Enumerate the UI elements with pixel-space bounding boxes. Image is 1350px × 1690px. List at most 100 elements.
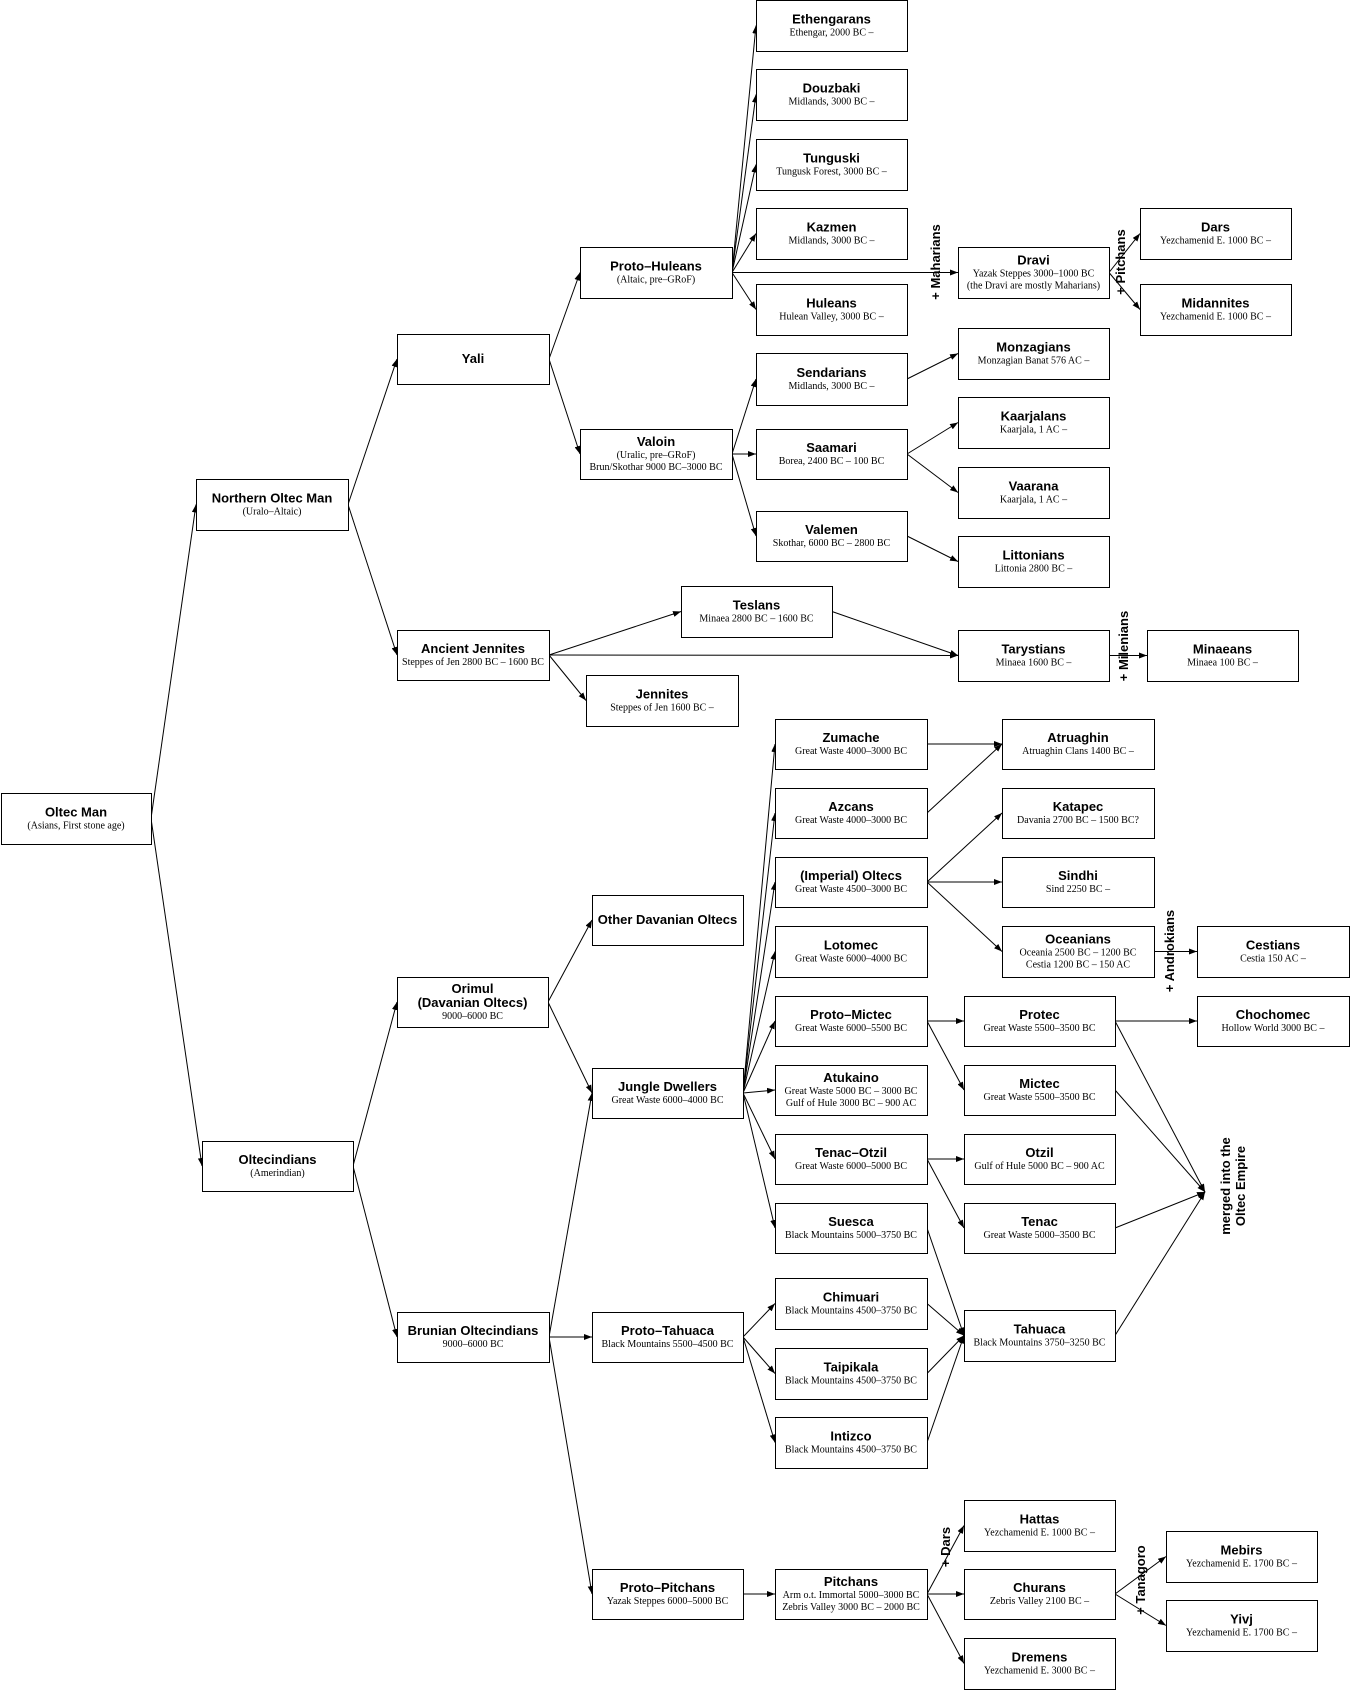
node-title: Taipikala xyxy=(824,1360,879,1375)
node-subtitle: Yazak Steppes 3000–1000 BC xyxy=(973,269,1095,280)
edge-jungle-dwellers-to-suesca xyxy=(742,1092,777,1229)
node-subtitle: Oceania 2500 BC – 1200 BC xyxy=(1020,948,1137,959)
node-proto-huleans: Proto–Huleans(Altaic, pre–GRoF) xyxy=(580,247,733,299)
node-subtitle: (Altaic, pre–GRoF) xyxy=(617,275,695,286)
node-subtitle: Gulf of Hule 3000 BC – 900 AC xyxy=(786,1098,917,1109)
node-title: Northern Oltec Man xyxy=(212,491,333,506)
node-title: Atruaghin xyxy=(1047,730,1108,745)
node-title: Dremens xyxy=(1012,1650,1068,1665)
node-title: Katapec xyxy=(1053,799,1104,814)
node-title: Sindhi xyxy=(1058,868,1098,883)
edge-jungle-dwellers-to-imperial-oltecs xyxy=(742,881,777,1094)
edge-proto-tahuaca-to-intizco xyxy=(742,1336,776,1443)
node-box xyxy=(202,1141,354,1192)
edge-brunian-to-proto-pitchans xyxy=(548,1336,594,1595)
node-oltecindians: Oltecindians(Amerindian) xyxy=(202,1141,354,1192)
node-title: Jungle Dwellers xyxy=(618,1079,717,1094)
node-box xyxy=(958,467,1110,519)
node-box xyxy=(397,630,550,681)
node-subtitle: Atruaghin Clans 1400 BC – xyxy=(1022,746,1135,757)
node-title: Teslans xyxy=(733,598,780,613)
node-subtitle: Hulean Valley, 3000 BC – xyxy=(779,312,884,323)
node-box xyxy=(964,1569,1116,1620)
node-subtitle: (Uralo–Altaic) xyxy=(243,507,302,518)
node-subtitle: Great Waste 5000–3500 BC xyxy=(983,1230,1095,1241)
node-box xyxy=(1140,208,1292,260)
edge-labels-layer: + Maharians+ Pitchans+ Milenians+ Androk… xyxy=(928,224,1248,1614)
edge-ancient-jennites-to-tarystians xyxy=(548,652,959,659)
node-box xyxy=(586,675,739,727)
edges-layer xyxy=(150,25,1206,1664)
node-box xyxy=(958,247,1110,299)
node-title: Kaarjalans xyxy=(1001,409,1067,424)
node-title: Oltec Man xyxy=(45,805,107,820)
node-title: Oceanians xyxy=(1045,932,1111,947)
edge-dravi-to-midannites xyxy=(1108,272,1141,310)
node-box xyxy=(756,208,908,260)
node-subtitle: Minaea 1600 BC – xyxy=(996,658,1073,669)
node-box xyxy=(1147,630,1299,682)
node-box xyxy=(964,1638,1116,1690)
node-box xyxy=(592,1569,744,1620)
node-subtitle: Ethengar, 2000 BC – xyxy=(789,28,874,39)
node-box xyxy=(775,1065,928,1116)
node-subtitle: Great Waste 6000–5000 BC xyxy=(795,1161,907,1172)
node-title: Sendarians xyxy=(796,365,866,380)
edge-proto-huleans-to-huleans xyxy=(731,272,757,310)
edge-valoin-to-valemen xyxy=(731,453,757,537)
edge-oltec-man-to-oltecindians xyxy=(150,818,204,1167)
edge-oltecindians-to-orimul xyxy=(352,1001,398,1167)
node-subtitle: Kaarjala, 1 AC – xyxy=(1000,495,1068,506)
edge-tenac-otzil-to-tenac xyxy=(926,1158,965,1229)
node-box xyxy=(775,857,928,908)
merged-label-line1: merged into the xyxy=(1218,1137,1233,1235)
node-subtitle: Black Mountains 5000–3750 BC xyxy=(785,1230,917,1241)
node-subtitle: Yezchamenid E. 3000 BC – xyxy=(984,1666,1096,1677)
node-subtitle: Yezchamenid E. 1700 BC – xyxy=(1186,1628,1298,1639)
edge-label-milenians: + Milenians xyxy=(1116,611,1131,681)
node-box xyxy=(964,1310,1116,1362)
edge-pitchans-to-dremens xyxy=(926,1593,965,1664)
node-title: Oltecindians xyxy=(238,1152,316,1167)
node-box xyxy=(592,895,744,946)
edge-valemen-to-littonians xyxy=(906,535,959,562)
node-box xyxy=(397,334,550,385)
edge-label-pitchans: + Pitchans xyxy=(1113,229,1128,294)
node-subtitle: Sind 2250 BC – xyxy=(1046,884,1111,895)
node-title: Brunian Oltecindians xyxy=(408,1323,539,1338)
node-title: Mictec xyxy=(1019,1076,1059,1091)
node-subtitle: Davania 2700 BC – 1500 BC? xyxy=(1017,815,1139,826)
node-box xyxy=(1002,926,1155,978)
edge-yali-to-valoin xyxy=(548,358,581,455)
edge-dravi-to-dars-top xyxy=(1108,233,1141,273)
merged-label-line2: Oltec Empire xyxy=(1233,1146,1248,1226)
node-box xyxy=(580,247,733,299)
node-subtitle: Midlands, 3000 BC – xyxy=(788,97,875,108)
edge-jungle-dwellers-to-zumache xyxy=(742,743,778,1094)
edge-orimul-to-jungle-dwellers xyxy=(547,1001,593,1094)
node-title: Kazmen xyxy=(807,220,857,235)
node-box xyxy=(775,788,928,839)
node-title: Atukaino xyxy=(823,1070,879,1085)
node-subtitle: Great Waste 6000–4000 BC xyxy=(611,1095,723,1106)
node-box xyxy=(964,996,1116,1047)
